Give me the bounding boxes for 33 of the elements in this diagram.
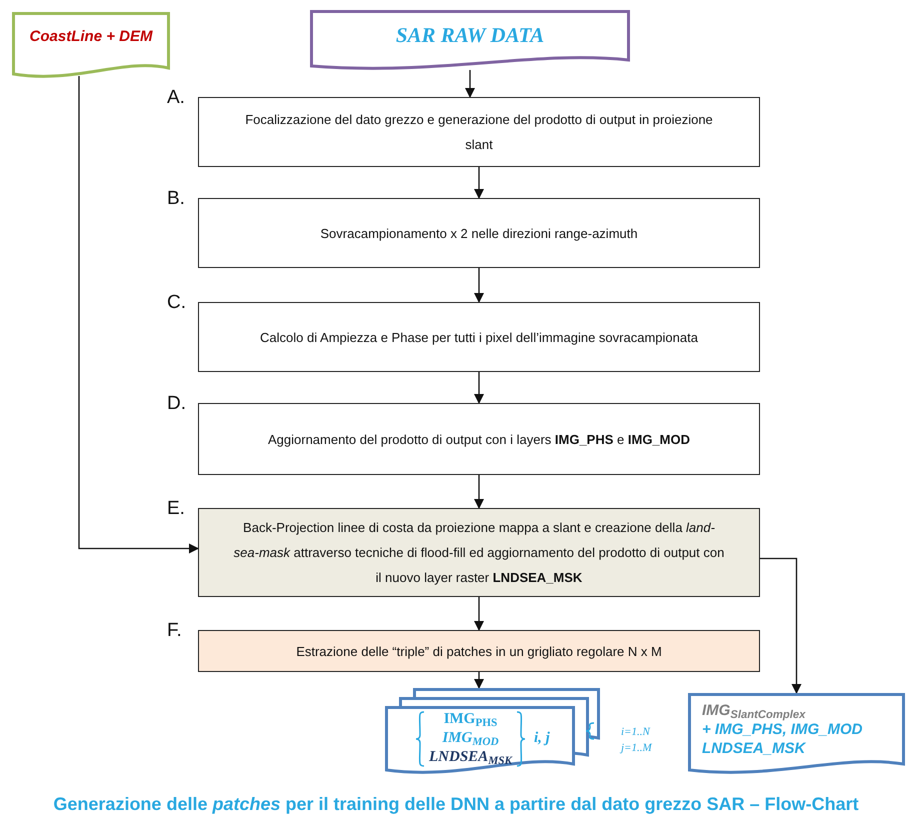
step-text: Estrazione delle “triple” di patches in un grigliato regolare N x M	[296, 642, 662, 661]
arrow	[474, 475, 484, 509]
index-range-label: j=1..M	[621, 741, 652, 756]
document-text: CoastLine + DEM	[30, 27, 152, 47]
step-letter: B.	[167, 187, 185, 211]
figure-caption: Generazione delle patches per il training delle DNN a partire dal dato grezzo SAR – Flow-Chart	[53, 794, 859, 814]
step-letter: C.	[167, 291, 186, 315]
step-text: Aggiornamento del prodotto di output con i layers IMG_PHS e IMG_MOD	[268, 430, 690, 449]
step-text: Back-Projection linee di costa da proiezione mappa a slant e creazione della land-sea-mask attraverso tecniche di flood-fill ed aggiornamento del prodotto di output con il nuovo layer raster LNDSEA_MSK	[233, 519, 725, 587]
layer-name: IMG$_{PHS}$	[444, 710, 498, 729]
arrow	[474, 268, 484, 303]
arrow	[474, 672, 484, 689]
document-text: LNDSEA_MSK	[702, 739, 806, 758]
layer-name: IMG$_{MOD}$	[442, 729, 499, 748]
index-range-label: i=1..N	[621, 725, 652, 740]
arrow	[465, 70, 475, 98]
document-text: SAR RAW DATA	[396, 22, 544, 49]
step-letter: A.	[167, 86, 185, 110]
step-letter: D.	[167, 392, 186, 416]
document-text: + IMG_PHS, IMG_MOD	[702, 720, 862, 739]
step-text: Calcolo di Ampiezza e Phase per tutti i pixel dell’immagine sovracampionata	[260, 328, 698, 347]
arrow	[474, 372, 484, 404]
index-label: i, j	[534, 729, 550, 748]
arrow	[474, 167, 484, 199]
layer-name: LNDSEA$_{MSK}$	[429, 748, 512, 767]
document-text: IMG$_{SlantComplex}$	[702, 701, 806, 720]
step-text: Focalizzazione del dato grezzo e generazione del prodotto di output in proiezione slant	[244, 111, 714, 154]
step-letter: F.	[167, 619, 182, 643]
arrow	[474, 597, 484, 631]
arrow	[760, 558, 802, 694]
step-letter: E.	[167, 497, 185, 521]
step-text: Sovracampionamento x 2 nelle direzioni range-azimuth	[320, 224, 638, 243]
arrow	[78, 76, 199, 554]
